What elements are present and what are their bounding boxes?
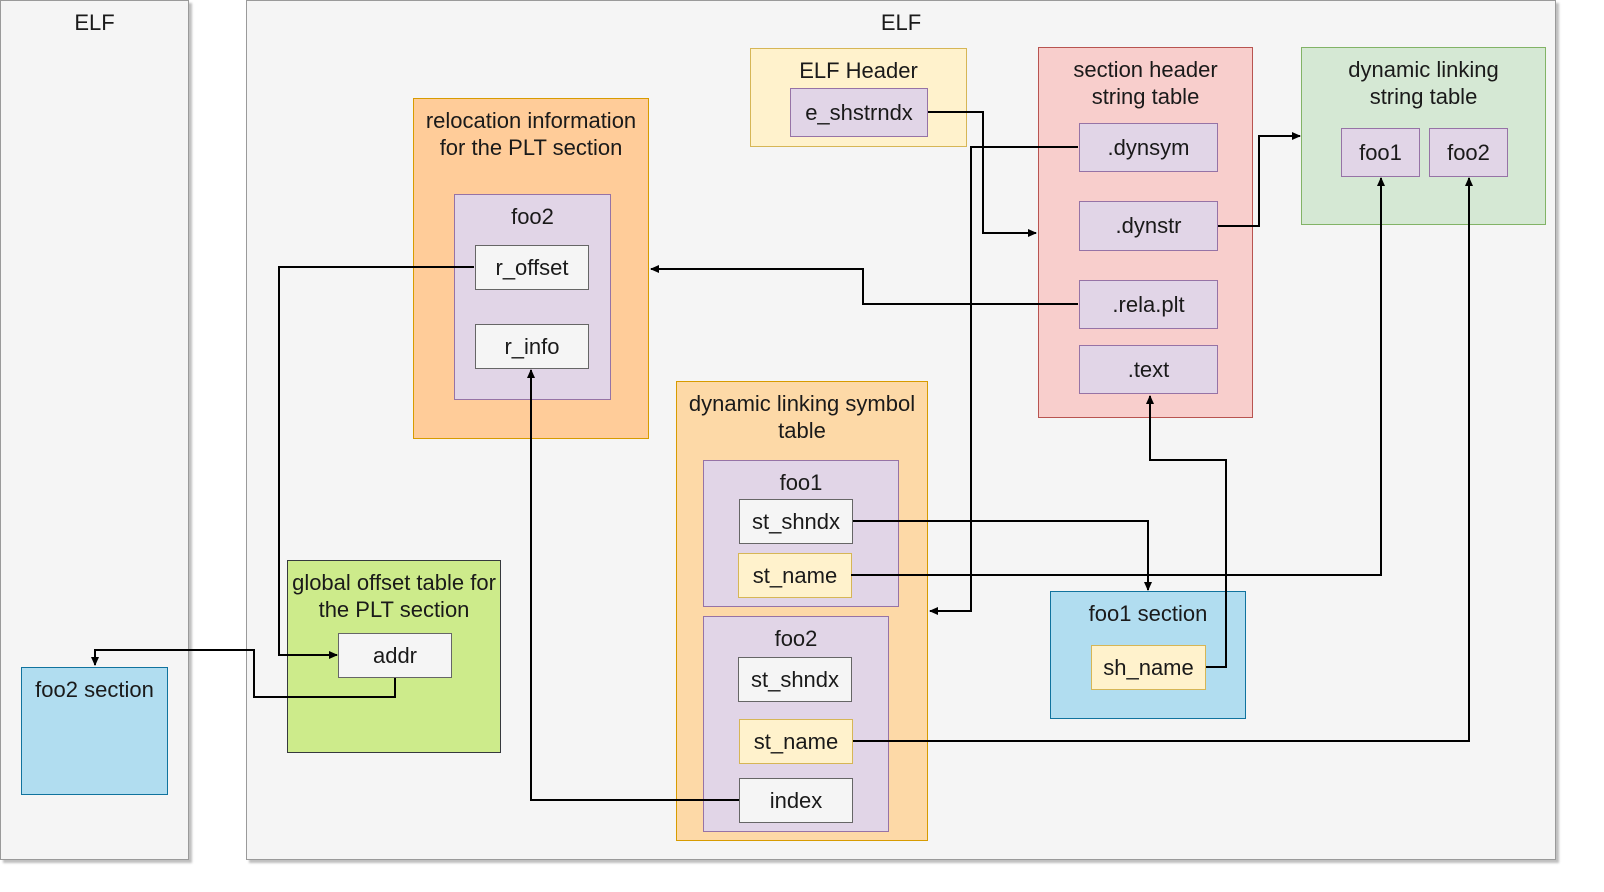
elf-left-title: ELF <box>74 10 115 35</box>
foo1-section-title: foo1 section <box>1088 601 1208 626</box>
elf-header-title: ELF Header <box>799 58 918 83</box>
dynsym-entry: .dynsym <box>1079 123 1218 172</box>
dynsym-foo2-entry: foo2 st_shndx st_name index <box>703 616 889 832</box>
r-info-field: r_info <box>475 324 589 369</box>
arrow-sh-name-to-text <box>1146 395 1227 668</box>
arrow-dynsym-to-symbol-table <box>929 146 1078 615</box>
arrow-st-shndx-to-foo1-section <box>853 520 1152 591</box>
dynstr-entry: .dynstr <box>1079 201 1218 251</box>
rela-foo2-entry: foo2 r_offset r_info <box>454 194 611 400</box>
rela-foo2-title: foo2 <box>511 204 554 229</box>
arrow-foo1-st-name-to-dynstr-foo1 <box>851 177 1385 576</box>
arrow-foo2-st-name-to-dynstr-foo2 <box>853 177 1473 742</box>
dynamic-linking-symbol-table: dynamic linking symbol table foo1 st_shn… <box>676 381 928 841</box>
foo1-st-shndx: st_shndx <box>739 499 853 544</box>
got-addr-field: addr <box>338 633 452 678</box>
foo2-section-title: foo2 section <box>35 677 154 702</box>
foo2-st-name: st_name <box>739 719 853 764</box>
section-header-string-table: section header string table .dynsym .dyn… <box>1038 47 1253 418</box>
relocation-info-title: relocation information for the PLT secti… <box>425 108 637 160</box>
arrow-e-shstrndx-to-shstrtab <box>928 111 1037 237</box>
dynamic-linking-string-table: dynamic linking string table foo1 foo2 <box>1301 47 1546 225</box>
arrow-r-offset-to-got-addr <box>278 266 474 659</box>
arrow-got-addr-to-foo2-section <box>91 649 396 698</box>
elf-main-title: ELF <box>880 10 922 35</box>
dynstr-table-title: dynamic linking string table <box>1348 57 1499 109</box>
foo2-st-shndx: st_shndx <box>738 657 852 702</box>
rela-plt-entry: .rela.plt <box>1079 280 1218 329</box>
dynsym-table-title: dynamic linking symbol table <box>688 391 916 443</box>
foo2-section: foo2 section <box>21 667 168 795</box>
got-title: global offset table for the PLT section <box>292 570 496 622</box>
text-entry: .text <box>1079 345 1218 394</box>
dynstr-foo1: foo1 <box>1341 128 1420 177</box>
sh-name-field: sh_name <box>1091 645 1206 690</box>
shstrtab-title: section header string table <box>1073 57 1218 109</box>
foo1-section: foo1 section sh_name <box>1050 591 1246 719</box>
arrow-dynstr-to-string-table <box>1218 132 1301 227</box>
dynstr-foo2: foo2 <box>1429 128 1508 177</box>
dynsym-foo1-title: foo1 <box>779 470 823 495</box>
global-offset-table: global offset table for the PLT section … <box>287 560 501 753</box>
foo1-st-name: st_name <box>738 553 852 598</box>
arrow-index-to-r-info <box>527 369 739 801</box>
e-shstrndx-field: e_shstrndx <box>790 88 928 137</box>
elf-header: ELF Header e_shstrndx <box>750 48 967 147</box>
arrow-rela-plt-to-relocation <box>650 265 1078 305</box>
foo2-index: index <box>739 778 853 823</box>
dynsym-foo1-entry: foo1 st_shndx st_name <box>703 460 899 607</box>
dynsym-foo2-title: foo2 <box>774 626 818 651</box>
r-offset-field: r_offset <box>475 245 589 290</box>
